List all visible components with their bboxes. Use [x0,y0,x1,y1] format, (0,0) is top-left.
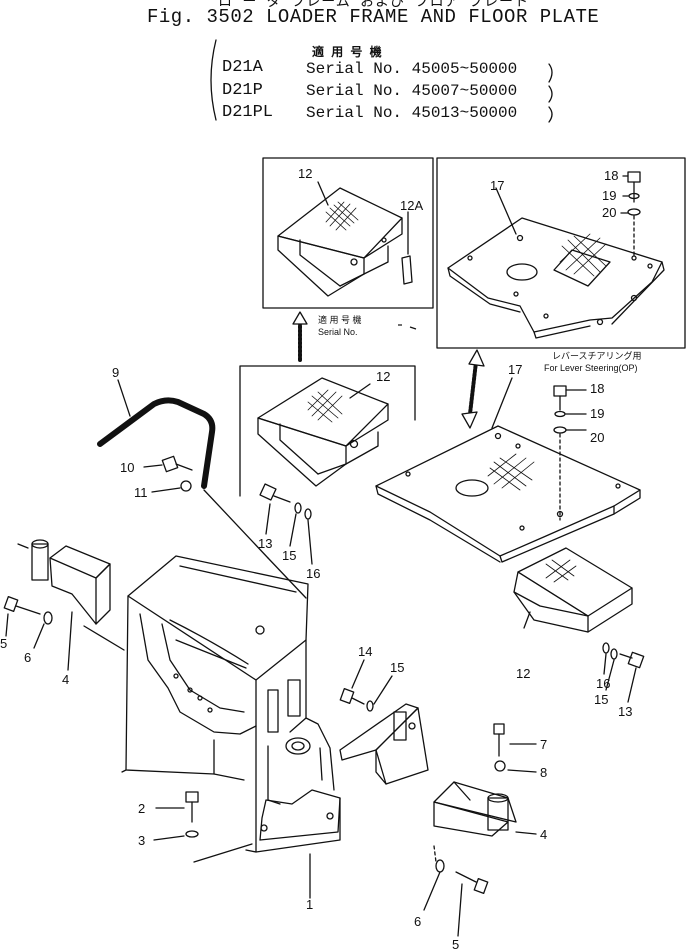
label-6-left: 6 [24,650,31,665]
label-12A-inset: 12A [400,198,423,213]
label-17-inset: 17 [490,178,504,193]
bolt-13-left [259,483,312,520]
serial-d21a: Serial No. 45005~50000 [306,60,518,78]
label-2: 2 [138,801,145,816]
label-11: 11 [134,485,148,500]
label-14: 14 [358,644,372,659]
nut-11 [180,480,192,492]
label-7: 7 [540,737,547,752]
label-20: 20 [590,430,604,445]
washer-6-left [43,611,53,625]
floor-plate-17-inset [447,217,665,339]
cover-12-inset [277,187,403,297]
label-13-right: 13 [618,704,632,719]
loader-frame-1 [121,555,341,853]
mesh-17-inset [559,233,607,277]
label-15-right: 15 [594,692,608,707]
label-16-left: 16 [306,566,320,581]
serial-d21pl: Serial No. 45013~50000 [306,104,518,122]
model-d21pl: D21PL [222,103,274,122]
arrow-to-inset-12 [292,311,308,362]
floor-plate-17 [375,425,641,563]
lever-note-jp: レバースチアリング用 [552,350,642,361]
bolt-14 [339,688,365,705]
label-13-left: 13 [258,536,272,551]
inset-box-12 [262,157,434,309]
label-15-mid: 15 [390,660,404,675]
inset-note-jp: 適 用 号 機 [318,314,362,325]
label-19: 19 [590,406,604,421]
inset-box-17 [436,157,686,349]
model-d21p: D21P [222,81,263,100]
washer-3 [185,830,199,838]
bracket-4-left [31,539,111,625]
label-12-middle: 12 [376,369,390,384]
left-paren [210,39,217,121]
cover-12-right [513,547,633,633]
bracket-right-mid [339,703,429,785]
label-19-inset: 19 [602,188,616,203]
label-5-left: 5 [0,636,7,651]
applicable-label: 適 用 号 機 [312,46,382,60]
right-paren [548,63,553,83]
handrail-9 [97,397,216,489]
bolt-7 [493,723,505,757]
label-18: 18 [590,381,604,396]
bolt-13-right [602,642,645,669]
label-4-left: 4 [62,672,69,687]
label-15-left: 15 [282,548,296,563]
label-17: 17 [508,362,522,377]
arrow-to-inset-17 [461,349,485,429]
label-16-right: 16 [596,676,610,691]
cover-12-middle [257,377,389,487]
bolt-18 [553,385,567,521]
label-5-right: 5 [452,937,459,952]
bolt-5-right [455,871,489,894]
figure-title: Fig. 3502 LOADER FRAME AND FLOOR PLATE [147,6,600,28]
mesh-12-right [545,559,577,583]
label-8: 8 [540,765,547,780]
label-20-inset: 20 [602,205,616,220]
lever-note-en: For Lever Steering(OP) [544,363,638,373]
label-6-right: 6 [414,914,421,929]
label-3: 3 [138,833,145,848]
bracket-4-right [433,781,517,837]
label-4-right: 4 [540,827,547,842]
label-10: 10 [120,460,134,475]
washer-15-mid [366,700,374,712]
header-top-cut: ロ ー ダ フレーム および フロア プレート [218,0,529,11]
label-12-inset: 12 [298,166,312,181]
mesh-17 [487,453,535,491]
label-12-right: 12 [516,666,530,681]
label-1: 1 [306,897,313,912]
mesh-12-middle [307,389,343,423]
inset-note-serial: Serial No. [318,327,358,337]
washer-6-right [435,859,445,873]
mesh-12-inset [325,201,359,231]
bolt-18-inset [627,171,641,257]
plate-12A [401,255,413,285]
middle-box-12 [239,365,416,497]
label-18-inset: 18 [604,168,618,183]
label-9: 9 [112,365,119,380]
serial-d21p: Serial No. 45007~50000 [306,82,518,100]
bolt-5-left [3,596,41,615]
bolt-2 [185,791,199,823]
model-d21a: D21A [222,58,263,77]
nut-8 [494,760,506,772]
bolt-10 [161,455,193,473]
